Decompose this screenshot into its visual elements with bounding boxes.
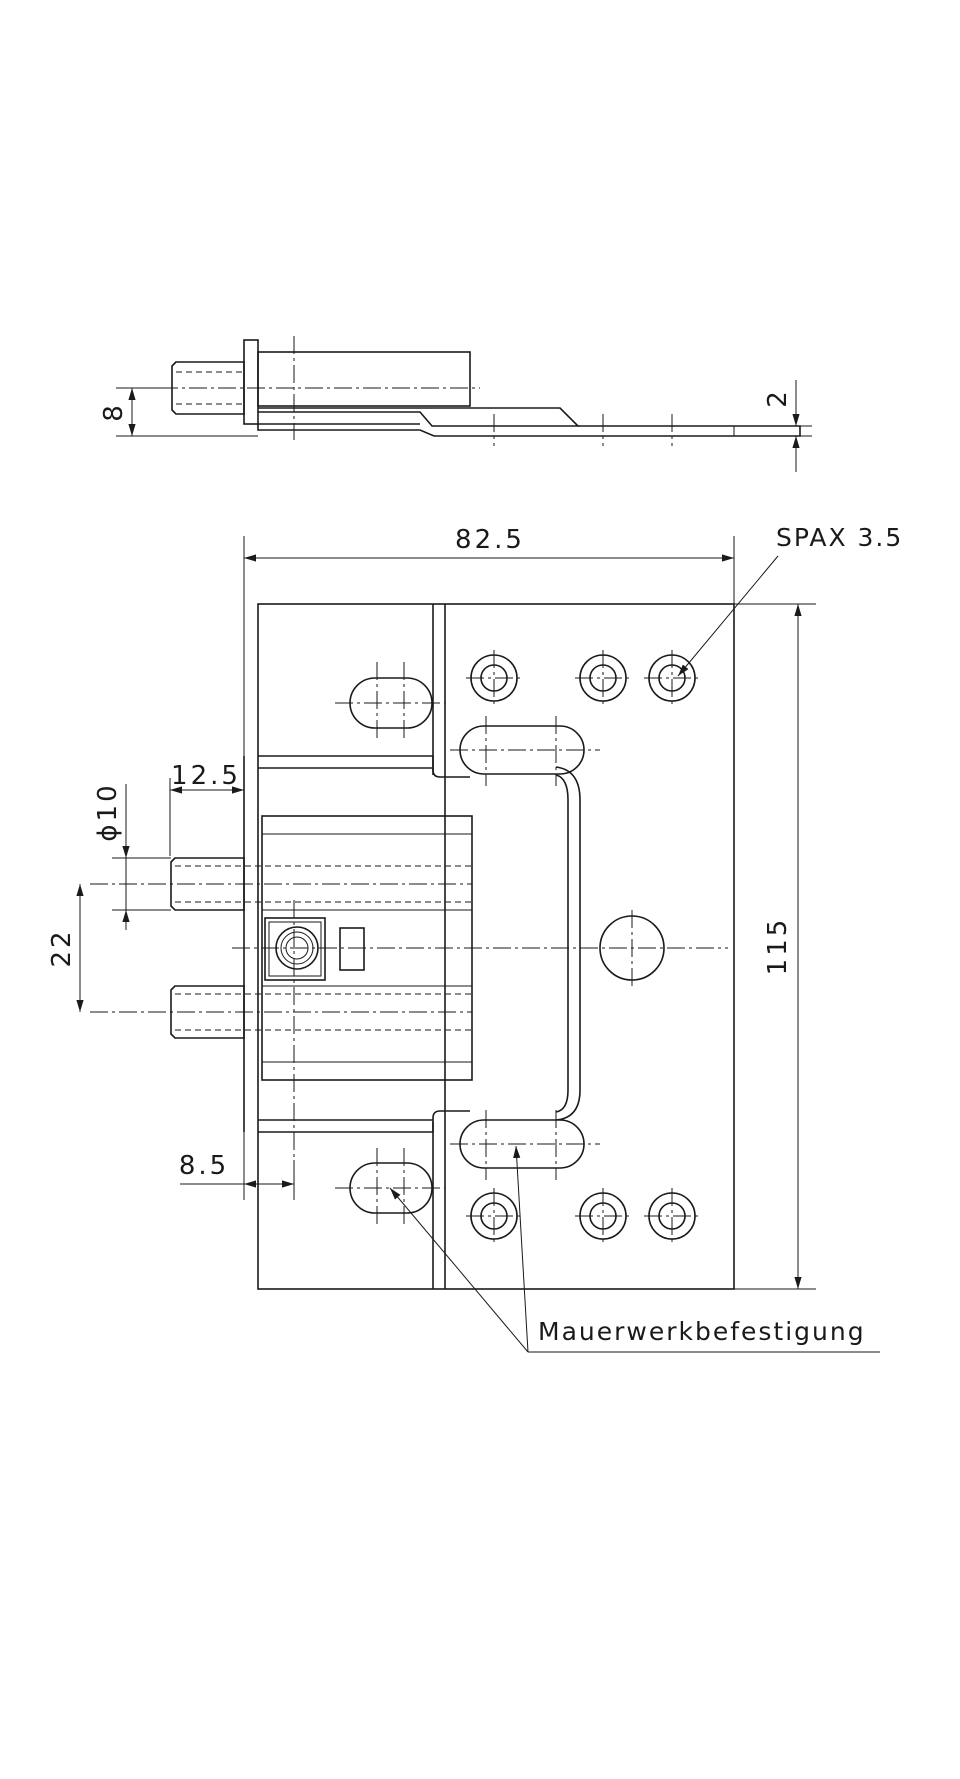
callout-screw-label: SPAX 3.5 bbox=[776, 523, 903, 552]
screw-hole bbox=[644, 1188, 700, 1244]
screw-hole bbox=[575, 650, 631, 706]
dim-pin-length-label: 12.5 bbox=[171, 761, 241, 791]
screw-hole bbox=[575, 1188, 631, 1244]
screw-hole bbox=[644, 650, 700, 706]
dim-height-label: 115 bbox=[763, 917, 793, 976]
screw-hole bbox=[466, 1188, 522, 1244]
dim-width-label: 82.5 bbox=[455, 525, 525, 555]
dim-pin-diameter-label: ϕ10 bbox=[93, 782, 123, 841]
dim-offset-label: 8.5 bbox=[179, 1151, 229, 1181]
dim-thickness-side-label: 2 bbox=[763, 388, 793, 408]
screw-hole bbox=[466, 650, 522, 706]
callout-screw: SPAX 3.5 bbox=[677, 523, 903, 677]
callout-masonry-fixing: Mauerwerkbefestigung bbox=[389, 1145, 880, 1353]
dim-pin-spacing-label: 22 bbox=[47, 928, 77, 967]
side-view: 8 2 bbox=[99, 336, 812, 472]
dim-height-side-label: 8 bbox=[99, 402, 129, 422]
front-view: 82.5 115 12.5 ϕ10 22 8.5 bbox=[47, 525, 816, 1290]
callout-masonry-fixing-label: Mauerwerkbefestigung bbox=[538, 1317, 866, 1346]
